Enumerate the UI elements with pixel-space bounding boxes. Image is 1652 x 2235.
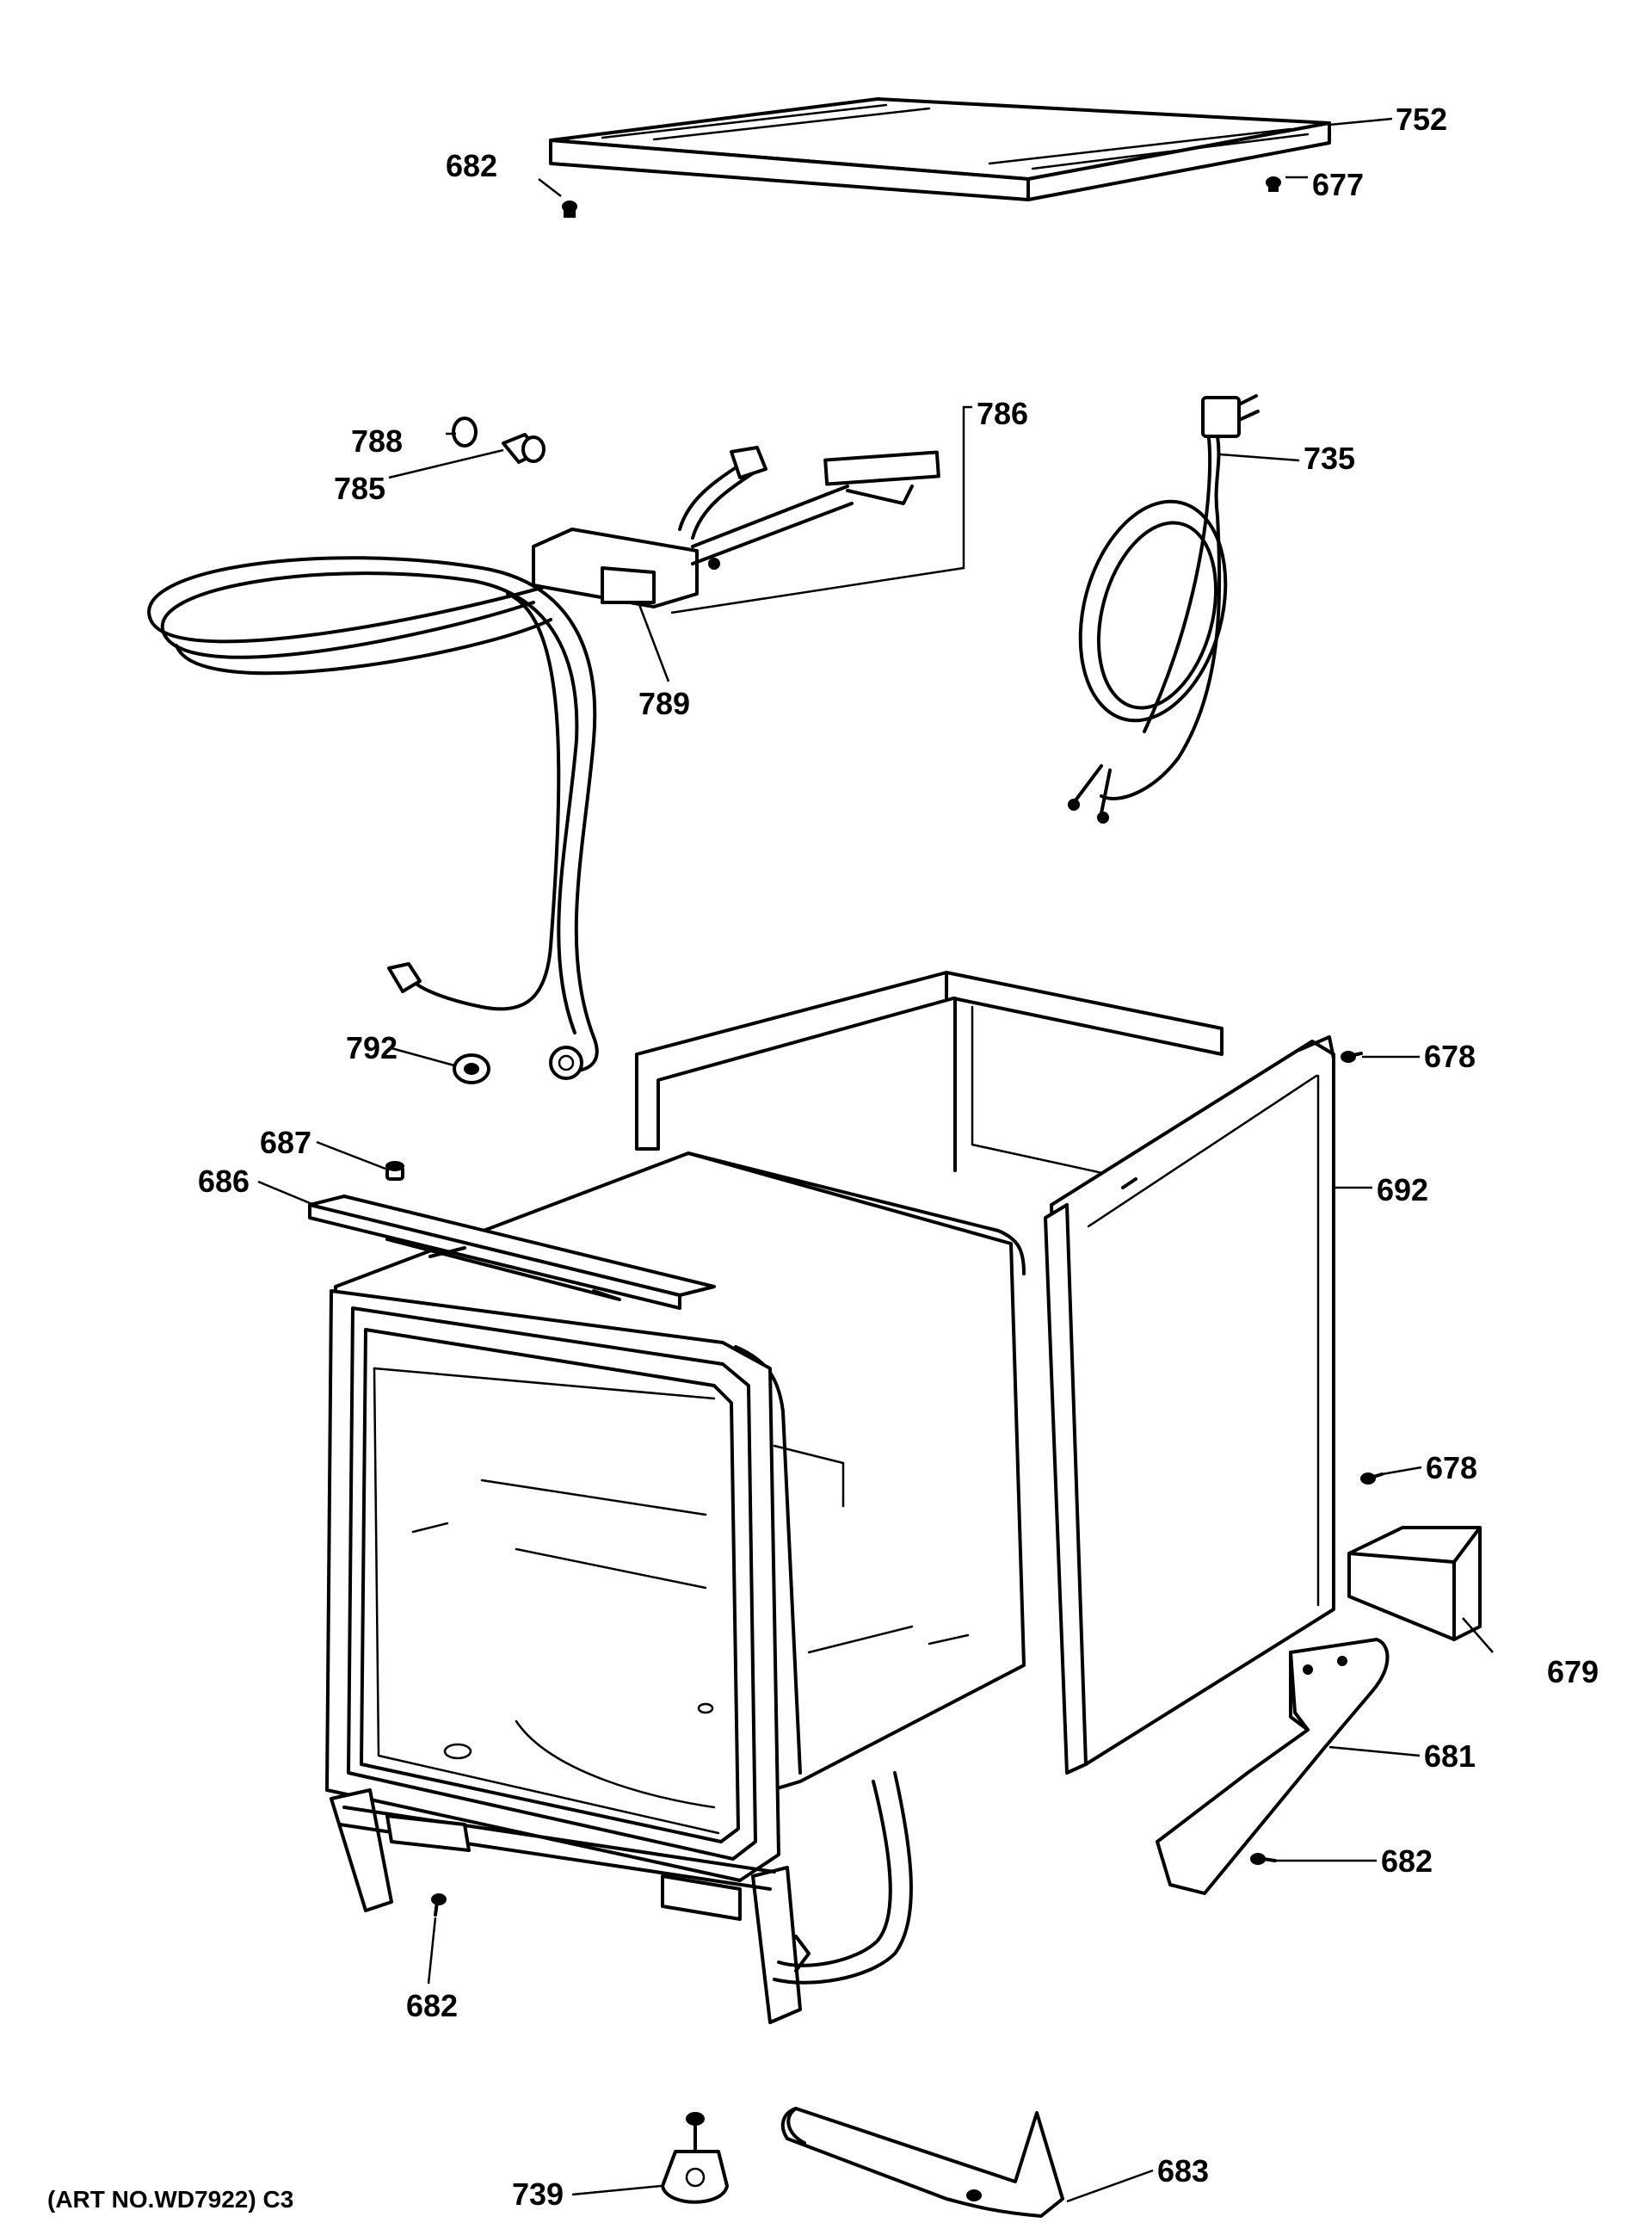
label-678-lower: 678 [1426,1450,1478,1485]
label-692: 692 [1377,1172,1429,1207]
screw-682-top-drawing [562,201,577,218]
tub-drawing [325,1151,1026,2024]
leveling-leg-drawing [661,2112,729,2204]
label-683: 683 [1157,2153,1210,2189]
label-682-base: 682 [406,1988,459,2023]
fill-hose-drawing [147,556,599,1080]
screw-682-base-drawing [431,1893,447,1917]
art-number-caption: (ART NO.WD7922) C3 [47,2186,294,2213]
label-686: 686 [198,1164,250,1199]
label-752: 752 [1396,102,1448,137]
screw-682-bracket-drawing [1250,1853,1277,1865]
label-792: 792 [346,1030,398,1065]
screw-677-drawing [1266,176,1281,192]
bracket-789-drawing [532,446,940,608]
label-789: 789 [638,686,691,721]
label-735: 735 [1304,441,1356,476]
drain-grommet-drawing [453,1053,490,1084]
toe-support-drawing [780,2107,1064,2218]
label-739: 739 [512,2176,564,2212]
label-788: 788 [351,423,404,459]
label-682-bracket: 682 [1381,1843,1433,1879]
top-strip-drawing [308,1195,716,1310]
fastener-687-drawing [385,1161,404,1181]
label-678-upper: 678 [1424,1039,1476,1074]
leader-lines [257,117,1494,2203]
screw-678-lower-drawing [1360,1473,1384,1485]
label-786: 786 [977,396,1029,431]
power-cord-drawing [1068,394,1260,824]
label-785: 785 [334,471,386,506]
fitting-785-drawing [502,433,546,464]
leg-bracket-drawing [1156,1638,1390,1895]
label-682-top: 682 [446,148,498,183]
label-677: 677 [1312,167,1365,202]
top-panel-drawing [549,97,1331,201]
label-681: 681 [1424,1738,1476,1774]
cabinet-side-panel-drawing [635,971,1335,1775]
seal-ring-drawing [452,417,478,448]
label-687: 687 [260,1125,312,1160]
insulation-block-drawing [1347,1526,1482,1641]
screw-678-upper-drawing [1341,1051,1363,1063]
label-679: 679 [1547,1654,1600,1689]
